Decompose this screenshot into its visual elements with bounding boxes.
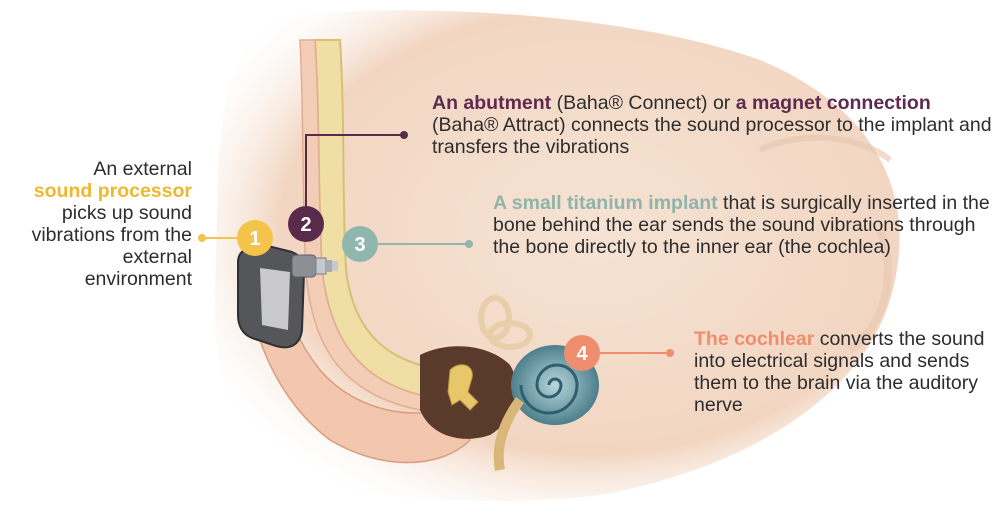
step-4-highlight: The cochlear [694, 328, 814, 350]
step-2-highlight-a: An abutment [432, 92, 551, 114]
step-4-description: The cochlear converts the sound into ele… [694, 328, 994, 416]
step-2-text-b: (Baha® Attract) connects the sound proce… [432, 114, 992, 158]
badge-3-number: 3 [354, 234, 365, 256]
badge-1-number: 1 [249, 228, 260, 250]
step-3-highlight: A small titanium implant [493, 192, 718, 214]
step-1-pre: An external [93, 158, 192, 180]
badge-4-number: 4 [576, 343, 588, 365]
step-2-highlight-b: a magnet connection [736, 92, 931, 114]
step-2-text-a: (Baha® Connect) or [551, 92, 736, 114]
step-2-description: An abutment (Baha® Connect) or a magnet … [432, 92, 992, 158]
badge-2-number: 2 [300, 214, 311, 236]
step-1-description: An external sound processor picks up sou… [12, 158, 192, 290]
step-1-text: picks up sound vibrations from the exter… [32, 202, 192, 290]
processor-face [260, 268, 290, 330]
step-3-description: A small titanium implant that is surgica… [493, 192, 993, 258]
step-1-highlight: sound processor [34, 180, 192, 202]
